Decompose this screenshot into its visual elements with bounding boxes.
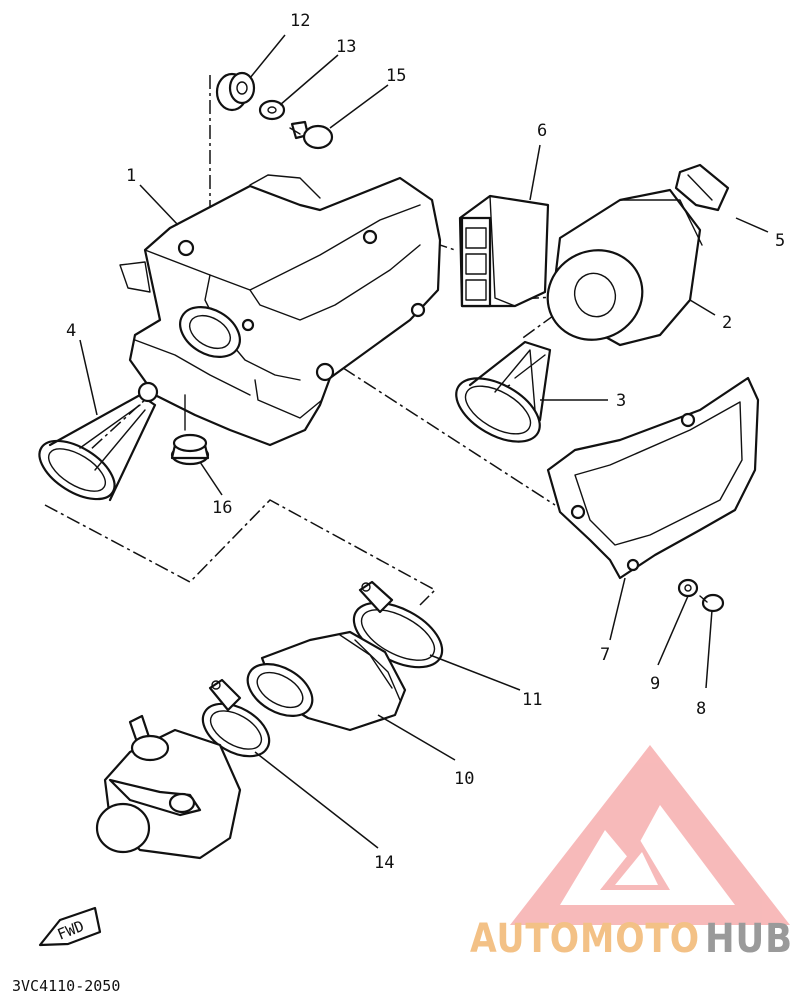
brand-text-hub: HUB	[705, 916, 793, 962]
part-label-2: 2	[722, 313, 732, 333]
part-label-6: 6	[537, 121, 547, 141]
washer-9	[677, 578, 699, 598]
screw-8	[699, 593, 725, 613]
element-frame-3	[455, 340, 552, 443]
part-label-5: 5	[775, 231, 785, 251]
clip-5	[674, 163, 730, 212]
bolt-15	[289, 120, 334, 150]
part-label-8: 8	[696, 699, 706, 719]
air-filter-case	[119, 174, 442, 447]
part-label-12: 12	[290, 11, 310, 31]
leader-lines	[79, 34, 769, 849]
part-label-16: 16	[212, 498, 232, 518]
part-labels: 12 13 15 1 6 5 2 3 4 16 7 9 8 11 10 14	[66, 11, 785, 873]
part-label-13: 13	[336, 37, 356, 57]
part-label-10: 10	[454, 769, 474, 789]
part-label-1: 1	[126, 166, 136, 186]
brand-text-automoto: AUTOMOTO	[470, 916, 700, 962]
watermark-logo	[510, 745, 790, 925]
air-filter-element-2	[546, 188, 703, 347]
part-label-4: 4	[66, 321, 76, 341]
grommet-12	[215, 71, 256, 112]
part-label-14: 14	[374, 853, 394, 873]
watermark-wordmark: AUTOMOTO HUB	[470, 916, 793, 962]
clamp-14	[201, 678, 271, 758]
air-joint-10	[246, 630, 407, 732]
part-label-3: 3	[616, 391, 626, 411]
carburetor	[95, 714, 242, 860]
part-label-15: 15	[386, 66, 406, 86]
grommet-16	[170, 394, 210, 466]
fwd-arrow: FWD	[38, 906, 102, 947]
part-label-7: 7	[600, 645, 610, 665]
case-cover-7	[546, 376, 760, 580]
part-label-9: 9	[650, 674, 660, 694]
part-label-11: 11	[522, 690, 542, 710]
element-frame-4	[38, 381, 159, 502]
collar-13	[258, 99, 286, 121]
element-guide-6	[458, 194, 550, 308]
drawing-code: 3VC4110-2050	[12, 977, 120, 995]
